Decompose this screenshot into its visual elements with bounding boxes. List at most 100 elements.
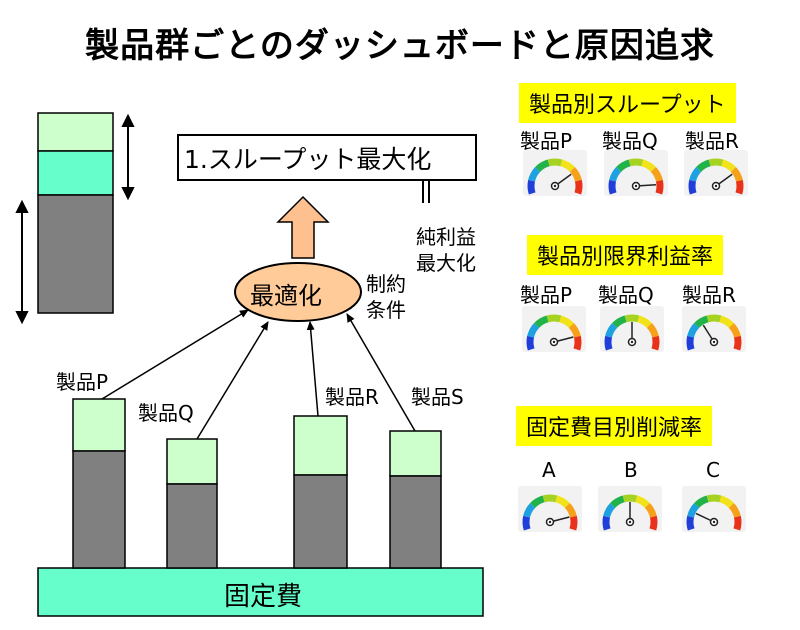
arrow-from-q: [196, 321, 269, 440]
gauge-label: 製品P: [520, 283, 573, 307]
gauge-arc-segment: [706, 494, 722, 503]
gauge-arc-segment: [528, 166, 541, 182]
gauge-arc-segment: [635, 495, 650, 508]
stack-middle-segment: [37, 150, 114, 196]
gauge-arc-segment: [728, 322, 741, 338]
product-r-lower: [293, 474, 348, 569]
gauge-arc-segment: [624, 314, 640, 323]
gauge-arc-segment: [696, 159, 711, 172]
gauge-arc-segment: [574, 179, 583, 195]
gauge-arc-segment: [687, 502, 700, 518]
gauge-dial: [682, 306, 746, 352]
gauge-arc-segment: [628, 158, 644, 167]
gauge-arc-segment: [616, 159, 631, 172]
gauge-arc-segment: [644, 502, 657, 518]
gauge-hub-dot: [634, 184, 638, 188]
gauge-dial: [598, 486, 662, 532]
gauge-arc-segment: [708, 158, 724, 167]
gauge-arc-segment: [523, 502, 536, 518]
gauge-dial: [682, 486, 746, 532]
gauge-hub-dot: [628, 520, 632, 524]
arrow-from-p: [101, 309, 249, 400]
gauge-dial: [684, 150, 748, 196]
gauge-dial: [518, 486, 582, 532]
arrow-from-s: [346, 313, 416, 432]
gauge-arc-segment: [564, 502, 577, 518]
gauge-label: 製品R: [682, 283, 736, 307]
product-q-label: 製品Q: [138, 401, 194, 425]
gauge-arc-segment: [730, 166, 743, 182]
gauge-dial: [600, 306, 664, 352]
constraint-line-2: 条件: [366, 298, 406, 322]
gauge-arc-segment: [719, 315, 734, 328]
gauge-arc-segment: [527, 322, 540, 338]
gauge-hub-dot: [552, 340, 556, 344]
product-s-label: 製品S: [411, 385, 464, 409]
gauge-arc-segment: [555, 495, 570, 508]
gauge-hub-dot: [553, 184, 557, 188]
gauge-arc-segment: [637, 315, 652, 328]
gauge-label: C: [706, 458, 720, 482]
arrow-from-r: [306, 321, 319, 417]
gauge-arc-segment: [733, 335, 742, 351]
gauge-arc-segment: [655, 179, 664, 195]
range-arrow-lower: [15, 199, 29, 325]
range-arrow-upper: [121, 113, 135, 201]
gauge-arc-segment: [688, 179, 697, 195]
gauge-arc-segment: [733, 515, 742, 531]
gauge-arc-segment: [728, 502, 741, 518]
gauge-arc-segment: [542, 494, 558, 503]
net-profit-line-2: 最大化: [416, 251, 476, 275]
product-s-lower: [389, 475, 442, 569]
product-s-upper: [389, 430, 442, 477]
gauge-hub-dot: [630, 340, 634, 344]
product-r-label: 製品R: [325, 385, 379, 409]
gauge-arc-segment: [706, 314, 722, 323]
panel-throughput-heading: 製品別スループット: [519, 83, 736, 123]
gauge-arc-segment: [535, 159, 550, 172]
page-title: 製品群ごとのダッシュボードと原因追求: [85, 26, 715, 66]
stack-top-segment: [37, 112, 114, 152]
gauge-hub-dot: [712, 520, 716, 524]
gauge-arc-segment: [721, 159, 736, 172]
gauge-arc-segment: [646, 322, 659, 338]
gauge-label: 製品Q: [602, 129, 658, 153]
gauge-label: A: [542, 458, 556, 482]
gauge-arc-segment: [651, 335, 660, 351]
gauge-arc-segment: [526, 335, 535, 351]
gauge-arc-segment: [689, 166, 702, 182]
gauge-hub-dot: [712, 340, 716, 344]
gauge-arc-segment: [608, 179, 617, 195]
goal-text: 1.スループット最大化: [184, 145, 432, 174]
gauge-dial: [604, 150, 668, 196]
constraint-line-1: 制約: [366, 272, 406, 296]
fixed-cost-text: 固定費: [224, 582, 303, 612]
net-profit-line-1: 純利益: [416, 225, 476, 249]
gauge-arc-segment: [686, 335, 695, 351]
gauge-arc-segment: [694, 495, 709, 508]
gauge-arc-segment: [602, 515, 611, 531]
gauge-arc-segment: [527, 179, 536, 195]
goal-box: [177, 134, 477, 181]
gauge-label: 製品P: [520, 129, 573, 153]
gauge-arc-segment: [573, 335, 582, 351]
gauge-arc-segment: [605, 322, 618, 338]
gauge-arc-segment: [686, 515, 695, 531]
gauge-arc-segment: [735, 179, 744, 195]
product-q-lower: [166, 483, 218, 569]
panel-margin-heading: 製品別限界利益率: [527, 235, 724, 275]
gauge-arc-segment: [604, 335, 613, 351]
gauge-arc-segment: [559, 315, 574, 328]
gauge-hub-dot: [548, 520, 552, 524]
gauge-arc-segment: [569, 515, 578, 531]
stack-bottom-segment: [37, 194, 114, 314]
product-p-upper: [72, 398, 126, 452]
product-p-label: 製品P: [56, 370, 109, 394]
gauge-arc-segment: [546, 314, 562, 323]
optimize-text: 最適化: [250, 282, 322, 310]
gauge-arc-segment: [530, 495, 545, 508]
gauge-arc-segment: [603, 502, 616, 518]
gauge-arc-segment: [522, 515, 531, 531]
gauge-dial: [523, 150, 587, 196]
gauge-arc-segment: [569, 166, 582, 182]
